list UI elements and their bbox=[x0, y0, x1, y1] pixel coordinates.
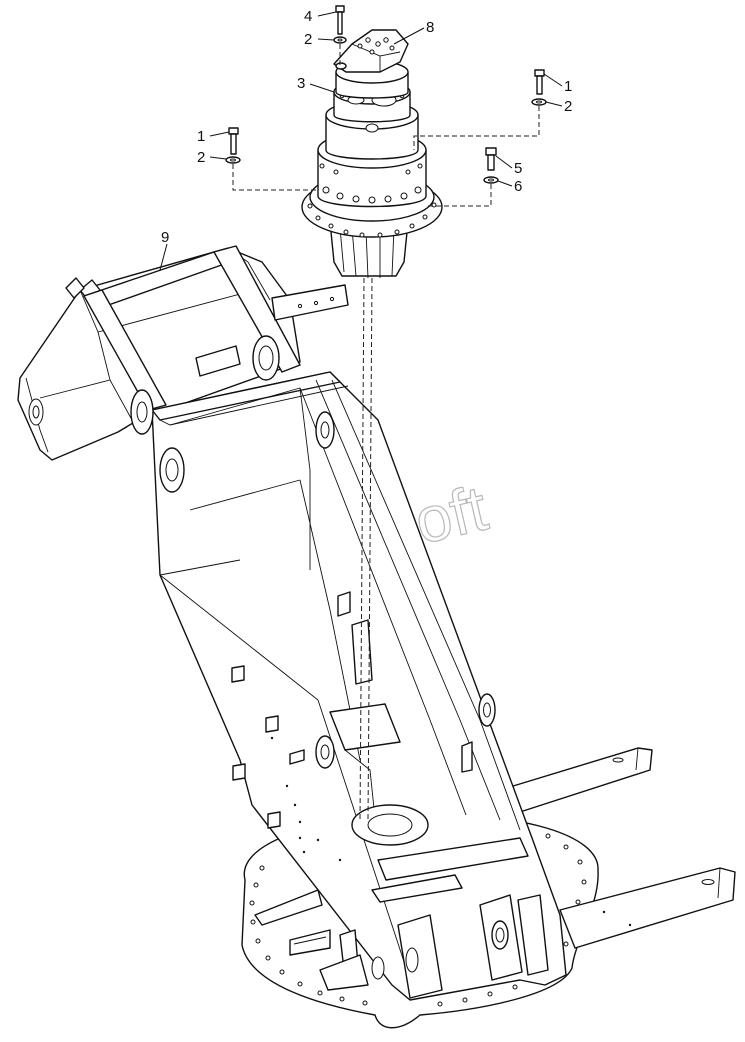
callout-1-right: 1 bbox=[564, 78, 572, 95]
callout-5: 5 bbox=[514, 160, 522, 177]
callout-9: 9 bbox=[161, 229, 169, 246]
outrigger-beams bbox=[499, 747, 736, 949]
callout-2-right: 2 bbox=[564, 98, 572, 115]
bolt-1-left bbox=[228, 127, 239, 135]
callout-labels: 4 2 8 3 1 2 1 2 5 6 9 bbox=[161, 8, 572, 246]
boom-frame bbox=[17, 245, 567, 1001]
housing-bolts bbox=[319, 163, 423, 204]
bolt-1-right bbox=[534, 69, 545, 77]
flange-bolt-holes bbox=[307, 202, 437, 238]
assembly-lines bbox=[232, 44, 540, 821]
callout-6: 6 bbox=[514, 178, 522, 195]
bolt-5 bbox=[485, 147, 497, 156]
fasteners bbox=[225, 5, 547, 184]
callout-3: 3 bbox=[297, 75, 305, 92]
callout-leaders bbox=[159, 11, 563, 271]
callout-4: 4 bbox=[304, 8, 312, 25]
slewing-drive-assembly bbox=[301, 29, 443, 279]
callout-2-top: 2 bbox=[304, 31, 312, 48]
callout-8: 8 bbox=[426, 19, 434, 36]
bolt-4 bbox=[335, 5, 345, 13]
callout-1-left: 1 bbox=[197, 128, 205, 145]
callout-2-left: 2 bbox=[197, 149, 205, 166]
